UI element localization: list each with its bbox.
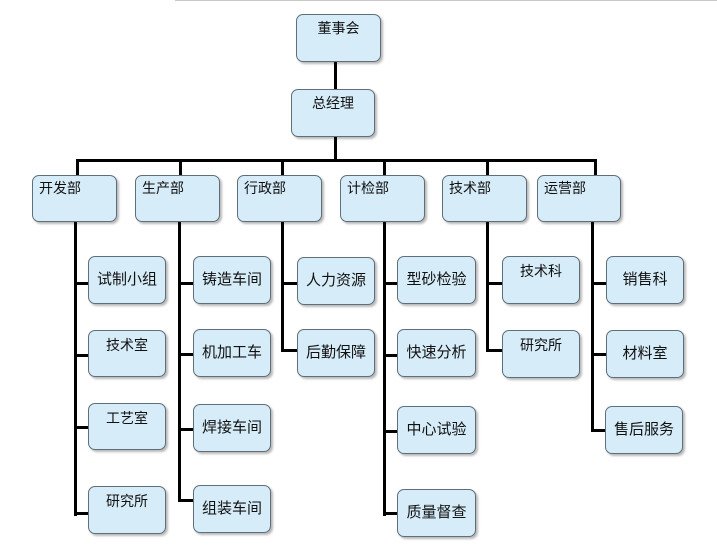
branch-4-2 <box>383 354 398 357</box>
node-unit: 中心试验 <box>397 406 476 454</box>
node-dept-administration: 行政部 <box>237 175 322 222</box>
branch-2-3 <box>178 428 194 431</box>
branch-6-3 <box>591 429 607 432</box>
spine-dept-5 <box>486 222 489 352</box>
branch-6-2 <box>591 353 607 356</box>
node-unit: 售后服务 <box>605 406 683 454</box>
branch-4-1 <box>383 282 398 285</box>
node-unit: 工艺室 <box>88 403 166 450</box>
node-dept-development: 开发部 <box>32 175 117 222</box>
connector-dept-bus <box>76 159 597 162</box>
node-unit: 机加工车 <box>193 329 271 377</box>
branch-5-2 <box>486 349 503 352</box>
node-unit: 技术室 <box>88 330 166 377</box>
spine-dept-4 <box>383 222 386 516</box>
branch-5-1 <box>486 282 503 285</box>
node-dept-operations: 运营部 <box>537 175 621 222</box>
node-dept-production: 生产部 <box>135 175 220 222</box>
node-dept-inspection: 计检部 <box>340 175 425 222</box>
connector-dept-1 <box>76 159 79 175</box>
node-unit: 组装车间 <box>193 485 271 533</box>
node-unit: 销售科 <box>606 256 684 304</box>
node-unit: 试制小组 <box>88 256 166 304</box>
node-unit: 焊接车间 <box>193 404 271 452</box>
top-divider <box>175 0 717 1</box>
node-unit: 技术科 <box>502 256 580 304</box>
spine-dept-3 <box>281 222 284 352</box>
node-unit: 快速分析 <box>397 329 476 377</box>
node-unit: 后勤保障 <box>297 329 375 377</box>
connector-board-ceo <box>334 62 337 90</box>
branch-6-1 <box>591 282 607 285</box>
connector-dept-5 <box>486 159 489 175</box>
spine-dept-1 <box>74 222 77 516</box>
branch-2-1 <box>178 282 194 285</box>
connector-dept-3 <box>281 159 284 175</box>
connector-dept-2 <box>179 159 182 175</box>
spine-dept-2 <box>178 222 181 502</box>
node-unit: 研究所 <box>502 330 580 378</box>
node-unit: 铸造车间 <box>193 256 271 304</box>
node-unit: 研究所 <box>88 486 166 534</box>
branch-3-1 <box>281 282 298 285</box>
branch-4-4 <box>383 512 398 515</box>
branch-3-2 <box>281 349 298 352</box>
branch-1-4 <box>74 512 89 515</box>
node-dept-technology: 技术部 <box>442 175 527 222</box>
node-unit: 材料室 <box>606 330 684 378</box>
branch-2-4 <box>178 499 194 502</box>
branch-4-3 <box>383 430 398 433</box>
connector-dept-6 <box>594 159 597 175</box>
connector-dept-4 <box>383 159 386 175</box>
node-unit: 质量督查 <box>397 489 476 537</box>
branch-2-2 <box>178 353 194 356</box>
node-unit: 型砂检验 <box>397 256 476 304</box>
branch-1-1 <box>74 282 89 285</box>
node-board: 董事会 <box>296 14 381 62</box>
connector-ceo-bus <box>334 136 337 161</box>
node-unit: 人力资源 <box>297 257 375 305</box>
branch-1-3 <box>74 426 89 429</box>
branch-1-2 <box>74 354 89 357</box>
spine-dept-6 <box>591 222 594 432</box>
node-ceo: 总经理 <box>291 89 375 137</box>
